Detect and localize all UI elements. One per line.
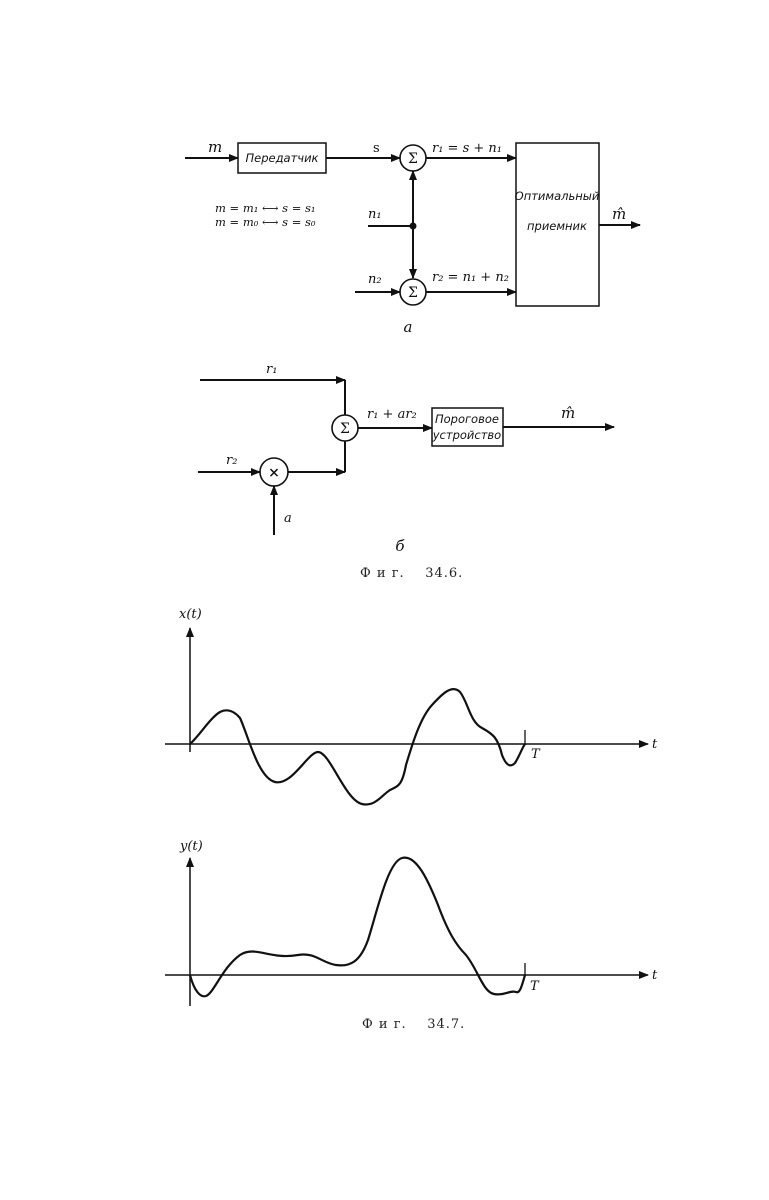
plot-y-xlabel: t xyxy=(652,968,658,983)
plot-x-labels: x(t) t T xyxy=(179,607,658,762)
sum-out-label: r₁ + ar₂ xyxy=(367,407,417,422)
plot-y-labels: y(t) t T xyxy=(179,839,658,994)
plot-y-waveform xyxy=(188,856,527,998)
block-diagram-b xyxy=(198,376,615,535)
mapping-line-1: m = m₁ ⟷ s = s₁ xyxy=(215,201,316,215)
receiver-label-2: приемник xyxy=(527,219,587,233)
block-diagram-a-labels: m Передатчик s Σ r₁ = s + n₁ m = m₁ ⟷ s … xyxy=(208,138,626,336)
r2-label: r₂ xyxy=(226,453,237,468)
signal-s-label: s xyxy=(373,141,380,156)
output-m-hat-label: m̂ xyxy=(612,205,626,223)
panel-b-label: б xyxy=(395,537,405,555)
transmitter-label: Передатчик xyxy=(245,151,318,165)
threshold-label-1: Пороговое xyxy=(435,412,499,426)
threshold-label-2: устройство xyxy=(432,428,501,442)
plot-x-ylabel: x(t) xyxy=(179,607,202,622)
plot-x xyxy=(165,627,649,806)
block-diagram-a xyxy=(185,142,641,307)
input-m-label: m xyxy=(208,138,222,156)
gain-a-label: a xyxy=(284,511,292,526)
mult-symbol: × xyxy=(268,465,280,481)
output-m-hat-b: m̂ xyxy=(561,404,575,422)
sum1-symbol: Σ xyxy=(408,151,418,167)
block-diagram-b-labels: r₁ r₂ Σ × a r₁ + ar₂ Пороговое устройств… xyxy=(226,362,575,555)
noise-n2-label: n₂ xyxy=(368,272,382,287)
plot-y xyxy=(165,856,649,1006)
plot-x-T-label: T xyxy=(531,747,541,762)
plot-y-T-label: T xyxy=(530,979,540,994)
plot-x-xlabel: t xyxy=(652,737,658,752)
r1-equation: r₁ = s + n₁ xyxy=(432,141,502,156)
mapping-line-2: m = m₀ ⟷ s = s₀ xyxy=(215,215,316,229)
sum-b-symbol: Σ xyxy=(340,421,350,437)
r1-label: r₁ xyxy=(266,362,277,377)
panel-a-label: а xyxy=(404,318,413,336)
noise-n1-label: n₁ xyxy=(368,207,382,222)
plot-x-waveform xyxy=(189,688,526,806)
figure-caption-34-6: Ф и г. 34.6. xyxy=(360,566,464,581)
r2-equation: r₂ = n₁ + n₂ xyxy=(432,270,509,285)
receiver-label-1: Оптимальный xyxy=(515,189,600,203)
plot-y-ylabel: y(t) xyxy=(179,839,203,854)
sum2-symbol: Σ xyxy=(408,285,418,301)
figure-caption-34-7: Ф и г. 34.7. xyxy=(362,1017,466,1032)
